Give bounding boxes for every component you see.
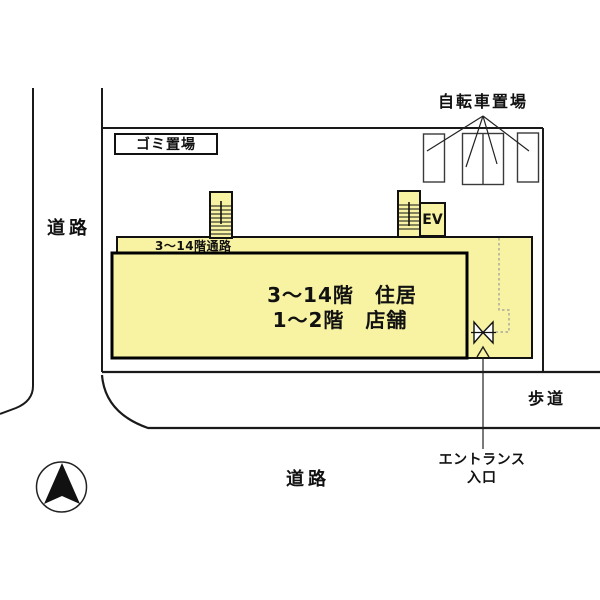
entrance-label-line2: 入口 (467, 470, 497, 486)
entrance-path-dotted-line (494, 238, 510, 333)
bicycle-racks (422, 132, 540, 186)
north-compass-icon (35, 461, 88, 513)
garbage-area-text: ゴミ置場 (136, 137, 196, 153)
bicycle-rack-3 (516, 132, 540, 183)
entrance-label-line1: エントランス (438, 452, 526, 468)
building-use-line2: 1〜2階 店舗 (272, 308, 408, 332)
bicycle-rack-1 (422, 133, 446, 183)
building-use-line1: 3〜14階 住居 (267, 283, 417, 307)
entrance-arrow-icon (476, 345, 490, 358)
residential-tower-outline (110, 251, 469, 360)
corridor-label: 3〜14階通路 (155, 239, 232, 253)
elevator-box (419, 202, 446, 237)
stairwell-west-icon (209, 191, 233, 239)
stairwell-east-icon (397, 190, 421, 238)
sidewalk-curb-line (100, 374, 600, 430)
bicycle-pointer-lines (426, 115, 530, 168)
road-label-bottom: 道路 (286, 469, 330, 490)
road-label-left: 道路 (47, 218, 91, 239)
entrance-door-icon (471, 320, 496, 345)
bicycle-parking-label: 自転車置場 (437, 92, 529, 111)
garbage-area-label: ゴミ置場 (114, 133, 218, 155)
road-edge-west-outer (0, 88, 34, 415)
elevator-label: EV (422, 211, 443, 228)
sidewalk-label: 歩道 (528, 389, 567, 408)
